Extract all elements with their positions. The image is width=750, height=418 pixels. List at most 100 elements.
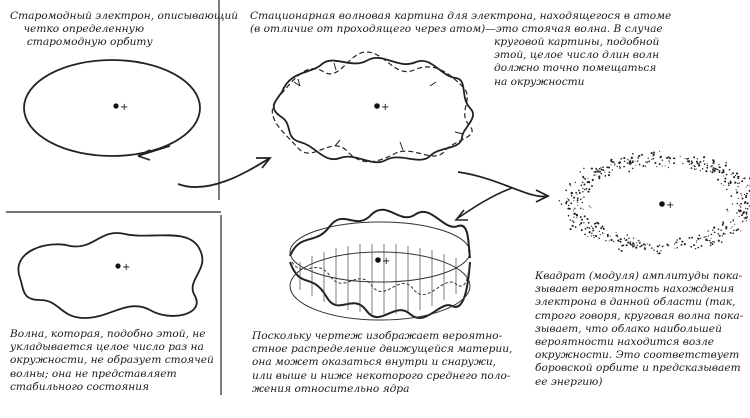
cloud-dot <box>615 234 618 237</box>
cloud-dot <box>628 237 630 239</box>
cloud-dot <box>567 214 570 217</box>
cloud-dot <box>567 199 570 201</box>
cloud-dot <box>676 239 679 241</box>
cloud-dot <box>592 230 594 232</box>
cloud-dot <box>588 227 591 230</box>
cloud-dot <box>713 241 715 243</box>
cloud-dot <box>595 234 598 238</box>
cloud-dot <box>734 182 736 184</box>
cloud-dot <box>620 249 623 253</box>
nucleus-plus: + <box>120 102 128 113</box>
cloud-dot <box>725 227 728 230</box>
cloud-dot <box>732 172 734 175</box>
cloud-dot <box>744 218 746 220</box>
cloud-dot <box>722 232 725 235</box>
cloud-dot <box>727 182 730 184</box>
cloud-dot <box>636 160 639 162</box>
cloud-dot <box>678 237 681 240</box>
cloud-dot <box>743 193 746 196</box>
cloud-dot <box>565 200 568 203</box>
cloud-dot <box>721 235 724 237</box>
cloud-dot <box>652 157 655 160</box>
cloud-dot <box>657 252 659 255</box>
cloud-dot <box>699 161 702 163</box>
cloud-dot <box>642 164 645 168</box>
cloud-dot <box>737 209 740 212</box>
cloud-dot <box>731 203 734 205</box>
caption-probability-distribution: Поскольку чертеж изображает вероятно- ст… <box>252 330 513 395</box>
cloud-dot <box>594 170 597 174</box>
cloud-dot <box>690 160 693 162</box>
cloud-dot <box>595 167 597 170</box>
cloud-dot <box>729 181 732 184</box>
torus-hatching <box>299 244 457 314</box>
cloud-dot <box>711 171 714 174</box>
cloud-dot <box>741 194 743 196</box>
cloud-dot <box>636 242 638 244</box>
cloud-dot <box>742 212 745 215</box>
cloud-dot <box>591 232 593 235</box>
cloud-dot <box>687 157 690 160</box>
cloud-dot <box>568 200 570 202</box>
cloud-dot <box>607 166 611 169</box>
nucleus-dot <box>115 263 121 269</box>
cloud-dot <box>667 156 670 159</box>
cloud-dot <box>637 157 640 159</box>
cloud-dot <box>610 158 613 161</box>
cloud-dot <box>696 162 699 165</box>
caption-standing-wave: Стационарная волновая картина для электр… <box>250 10 672 36</box>
cloud-dot <box>727 210 729 212</box>
cloud-dot <box>730 195 733 198</box>
caption-classical-orbit: Старомодный электрон, описывающий четко … <box>10 10 239 49</box>
cloud-dot <box>583 196 585 198</box>
cloud-dot <box>584 228 587 230</box>
cloud-dot <box>705 170 708 173</box>
cloud-dot <box>632 242 635 245</box>
cloud-dot <box>619 167 621 169</box>
cloud-dot <box>579 207 582 210</box>
caption-integer-wavelengths: круговой картины, подобной этой, целое ч… <box>494 36 660 88</box>
cloud-dot <box>733 176 736 179</box>
cloud-dot <box>648 160 651 163</box>
cloud-dot <box>724 233 726 235</box>
cloud-dot <box>573 216 575 218</box>
cloud-dot <box>638 163 641 166</box>
cloud-dot <box>583 183 586 186</box>
cloud-dot <box>569 219 571 221</box>
cloud-dot <box>713 231 716 234</box>
cloud-dot <box>593 234 595 237</box>
cloud-dot <box>588 205 590 207</box>
cloud-dot <box>744 196 748 199</box>
cloud-dot <box>740 202 743 205</box>
cloud-dot <box>644 246 646 249</box>
cloud-dot <box>631 161 634 164</box>
cloud-dot <box>596 171 598 173</box>
cloud-dot <box>582 208 584 210</box>
cloud-dot <box>573 208 575 210</box>
unstable-wave <box>17 232 204 319</box>
cloud-dot <box>745 213 748 215</box>
cloud-dot <box>598 177 601 180</box>
cloud-dot <box>598 230 600 233</box>
cloud-dot <box>598 167 601 170</box>
cloud-dot <box>701 168 704 170</box>
cloud-dot <box>659 150 661 152</box>
cloud-dot <box>725 173 728 176</box>
cloud-dot <box>600 167 602 169</box>
cloud-dot <box>737 175 740 178</box>
cloud-dot <box>651 158 653 160</box>
cloud-dot <box>688 163 691 166</box>
cloud-dot <box>567 198 569 200</box>
cloud-dot <box>705 235 707 238</box>
cloud-dot <box>690 167 693 169</box>
cloud-dot <box>586 226 589 229</box>
cloud-dot <box>593 174 595 176</box>
cloud-dot <box>741 180 744 183</box>
torus-wave-back <box>291 261 471 296</box>
orbit-direction-arrow <box>137 145 171 161</box>
cloud-dot <box>612 161 615 164</box>
cloud-dot <box>674 247 676 249</box>
cloud-dot <box>709 239 711 242</box>
cloud-dot <box>665 157 668 160</box>
cloud-dot <box>569 228 572 231</box>
